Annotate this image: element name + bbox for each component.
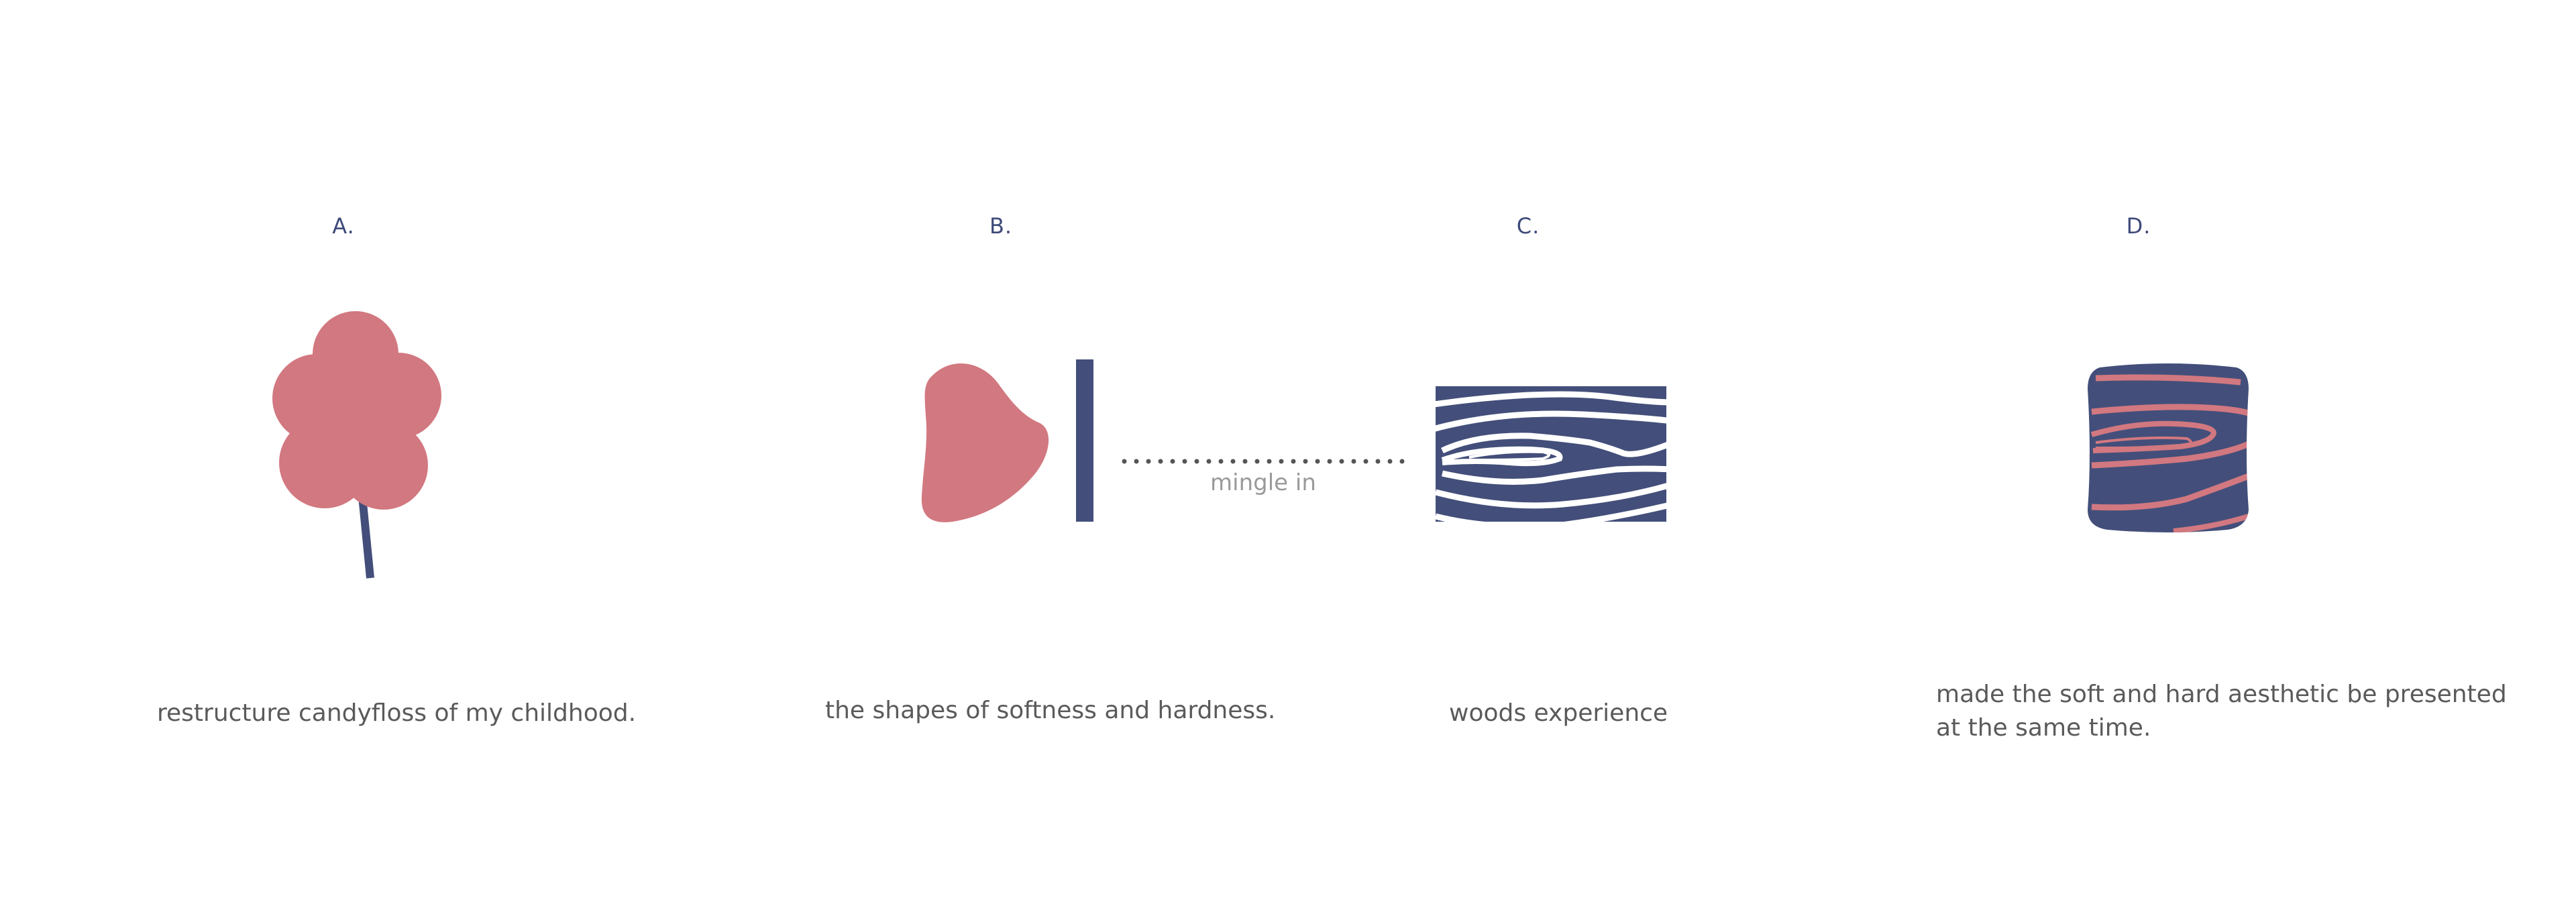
panel-b-caption: the shapes of softness and hardness. [825,697,1276,724]
panel-b-label: B. [989,213,1013,239]
blended-block-icon [2088,363,2249,532]
hard-bar-icon [1076,359,1093,522]
connector-label: mingle in [1210,469,1316,496]
candyfloss-icon [272,311,441,579]
wood-grain-icon [1436,386,1666,522]
soft-shape-icon [921,363,1049,522]
panel-a-label: A. [332,213,355,239]
panel-c-caption: woods experience [1449,699,1668,727]
panel-d-caption-line2: at the same time. [1936,714,2151,742]
panel-d-caption-line1: made the soft and hard aesthetic be pres… [1936,681,2507,708]
panel-d-label: D. [2126,213,2151,239]
panel-c-label: C. [1516,213,1540,239]
panel-a-caption: restructure candyfloss of my childhood. [157,699,637,727]
